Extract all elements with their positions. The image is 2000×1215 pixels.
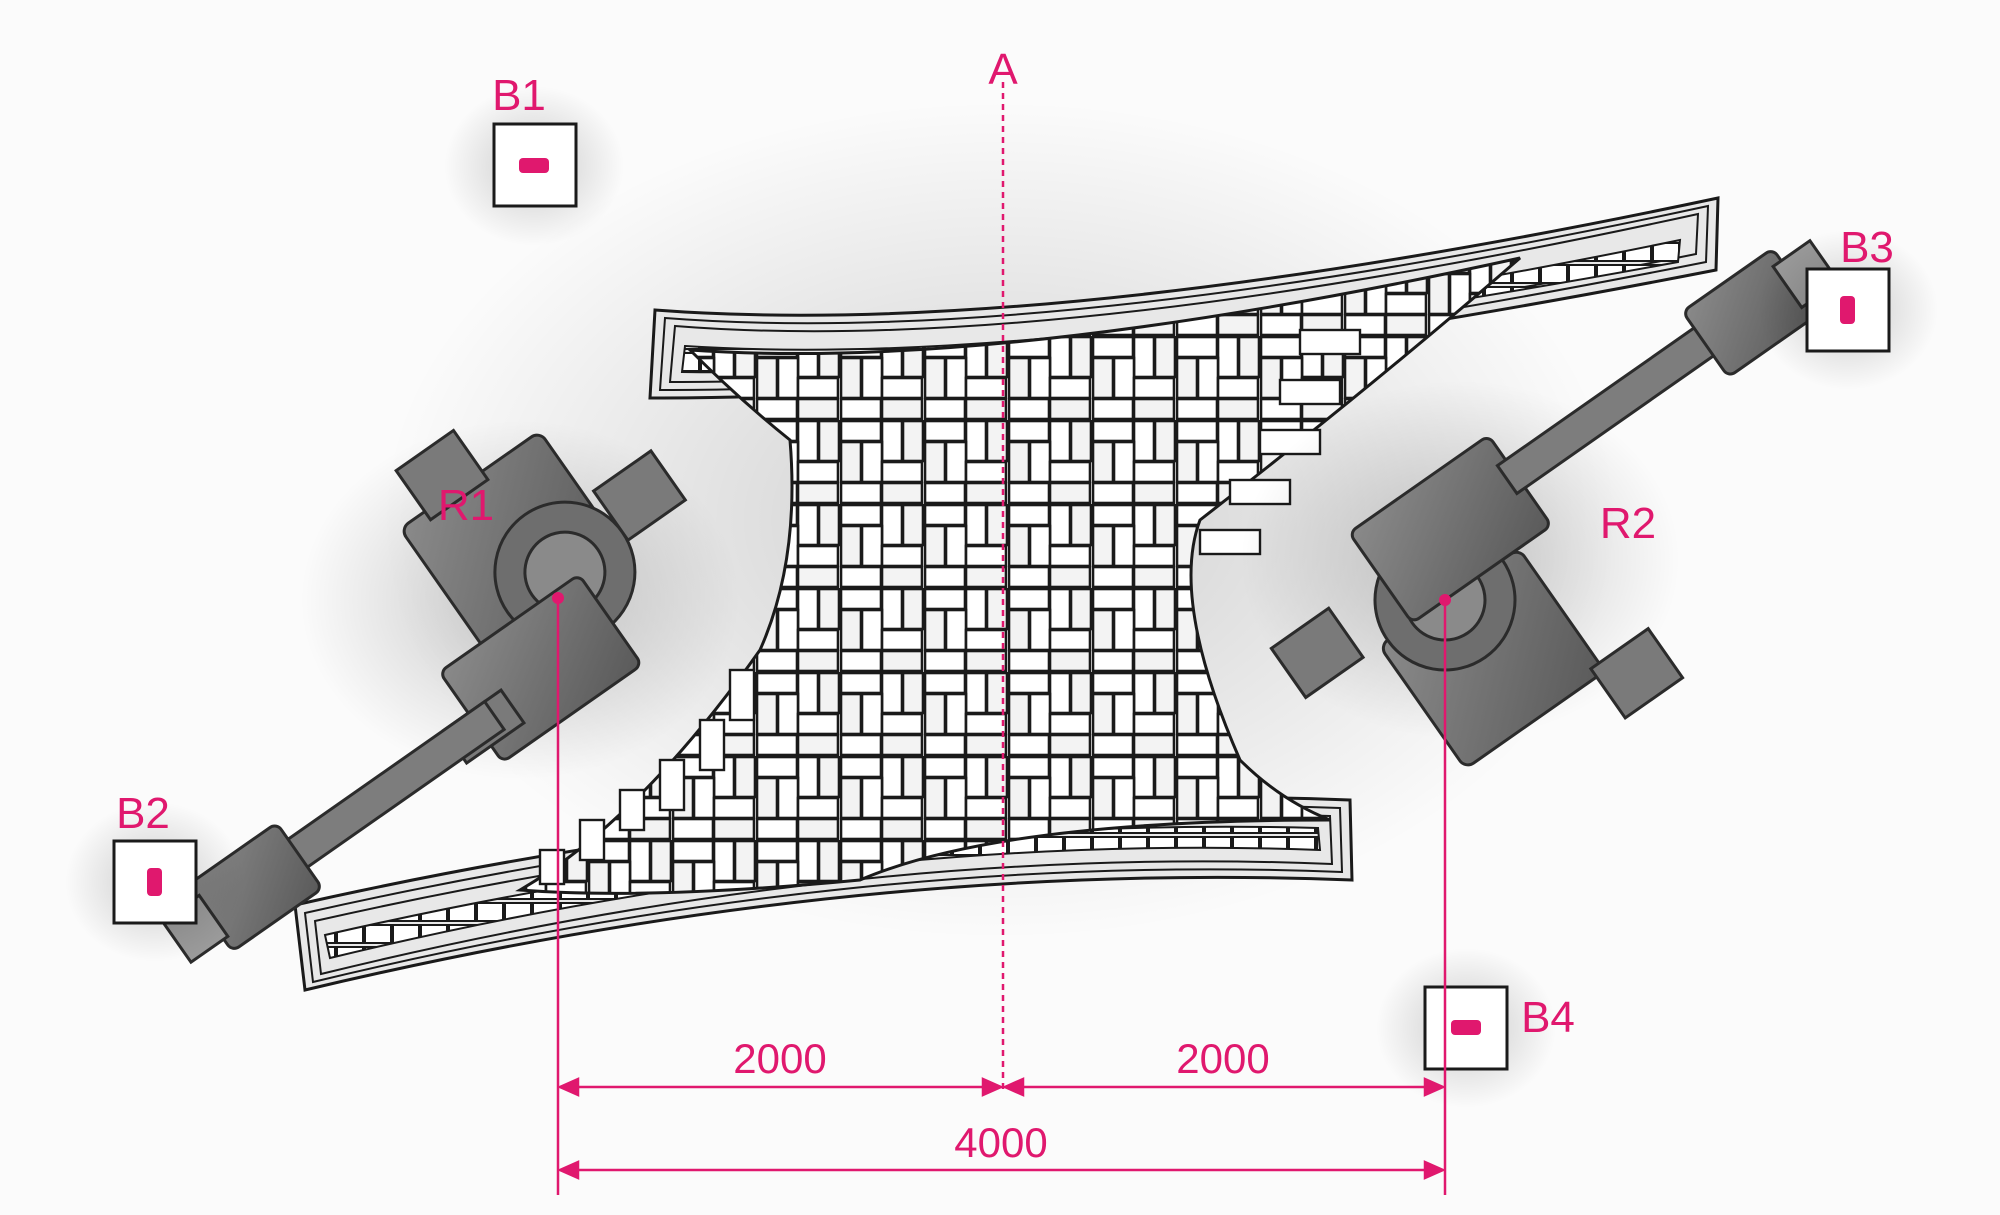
- dimension-left-label: 2000: [733, 1035, 826, 1082]
- stepped-edge-bricks-bottom: [538, 668, 756, 886]
- robot-r2: [1240, 238, 1841, 767]
- robot-r2-label: R2: [1600, 499, 1656, 548]
- beacon-b3-label: B3: [1840, 223, 1894, 272]
- beacon-b1-label: B1: [492, 71, 546, 120]
- beacon-b4: [1376, 948, 1556, 1108]
- beacon-b2-label: B2: [116, 789, 170, 838]
- dimension-right-label: 2000: [1176, 1035, 1269, 1082]
- herringbone-brick-wall: [515, 256, 1521, 895]
- dimension-right: [1001, 1077, 1447, 1097]
- axis-a-label: A: [988, 45, 1018, 94]
- robot-r1-label: R1: [438, 481, 494, 530]
- robot-r1: [160, 420, 740, 965]
- dimension-total: [556, 1160, 1447, 1180]
- dimension-total-label: 4000: [954, 1119, 1047, 1166]
- beacon-b4-label: B4: [1521, 993, 1575, 1042]
- beacon-b1: [444, 86, 624, 246]
- beacon-b2: [65, 802, 245, 962]
- dimension-left: [556, 1077, 1005, 1097]
- beacon-b3: [1758, 230, 1938, 390]
